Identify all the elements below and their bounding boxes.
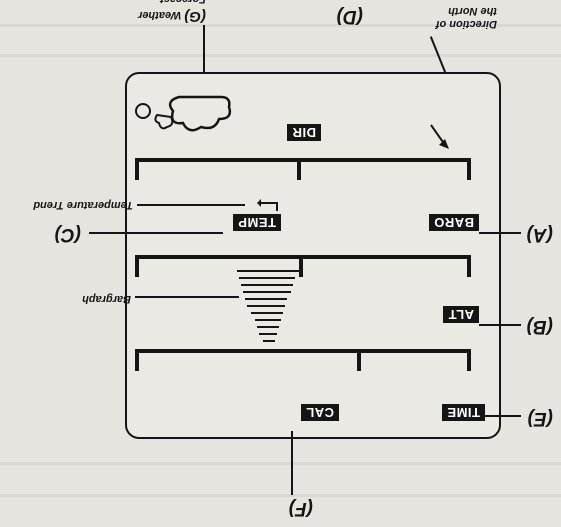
segment-tick <box>467 257 471 277</box>
bargraph-row <box>247 305 285 307</box>
letter-a: (A) <box>526 224 553 245</box>
temperature-trend-label: Temperature Trend <box>33 199 133 211</box>
sun-icon <box>135 103 151 119</box>
segment-tick <box>135 351 139 371</box>
letter-d: (D) <box>336 6 363 27</box>
letter-e: (E) <box>527 408 553 429</box>
dir-segment-label: DIR <box>287 124 321 141</box>
bargraph-row <box>245 298 287 300</box>
north-arrow-icon <box>430 124 449 149</box>
bargraph-row <box>241 284 293 286</box>
segment-tick <box>135 160 139 180</box>
letter-f: (F) <box>288 498 313 519</box>
bargraph-row <box>259 333 277 335</box>
bargraph-row <box>237 270 299 272</box>
segment-tick <box>299 257 303 277</box>
letter-c: (C) <box>54 224 81 245</box>
segment-tick <box>135 257 139 277</box>
bargraph-leader <box>135 296 239 298</box>
direction-segment-bar <box>135 158 471 162</box>
background-line <box>0 54 561 57</box>
forecast-label: (G) Weather Forecast <box>138 0 206 25</box>
leader-c <box>89 232 223 234</box>
segment-tick <box>467 160 471 180</box>
leader-e <box>485 415 521 417</box>
letter-b: (B) <box>526 316 553 337</box>
barometer-segment-bar <box>135 255 471 259</box>
trend-arrow-icon <box>257 199 278 211</box>
cal-segment-label: CAL <box>300 404 339 421</box>
segment-tick <box>467 351 471 371</box>
bargraph-row <box>263 340 275 342</box>
segment-tick <box>297 160 301 180</box>
bargraph-row <box>255 319 281 321</box>
bargraph-row <box>251 312 283 314</box>
bargraph-label: Bargraph <box>82 293 131 305</box>
bargraph-row <box>239 277 295 279</box>
bargraph-row <box>243 291 291 293</box>
letter-g: (G) <box>184 8 206 25</box>
altitude-segment-bar <box>135 349 471 353</box>
temperature-trend-leader <box>137 204 245 206</box>
time-segment-label: TIME <box>441 404 485 421</box>
lcd-screen: DIR BARO TEMP <box>125 72 501 439</box>
baro-segment-label: BARO <box>428 214 479 231</box>
temp-segment-label: TEMP <box>232 214 281 231</box>
leader-a <box>479 232 521 234</box>
cloud-icon <box>154 95 232 132</box>
alt-segment-label: ALT <box>443 306 479 323</box>
bargraph-row <box>257 326 279 328</box>
background-line <box>0 462 561 465</box>
leader-f <box>291 431 293 495</box>
segment-tick <box>357 351 361 371</box>
background-line <box>0 494 561 497</box>
leader-b <box>479 324 521 326</box>
north-label: Direction of the North <box>435 5 497 30</box>
